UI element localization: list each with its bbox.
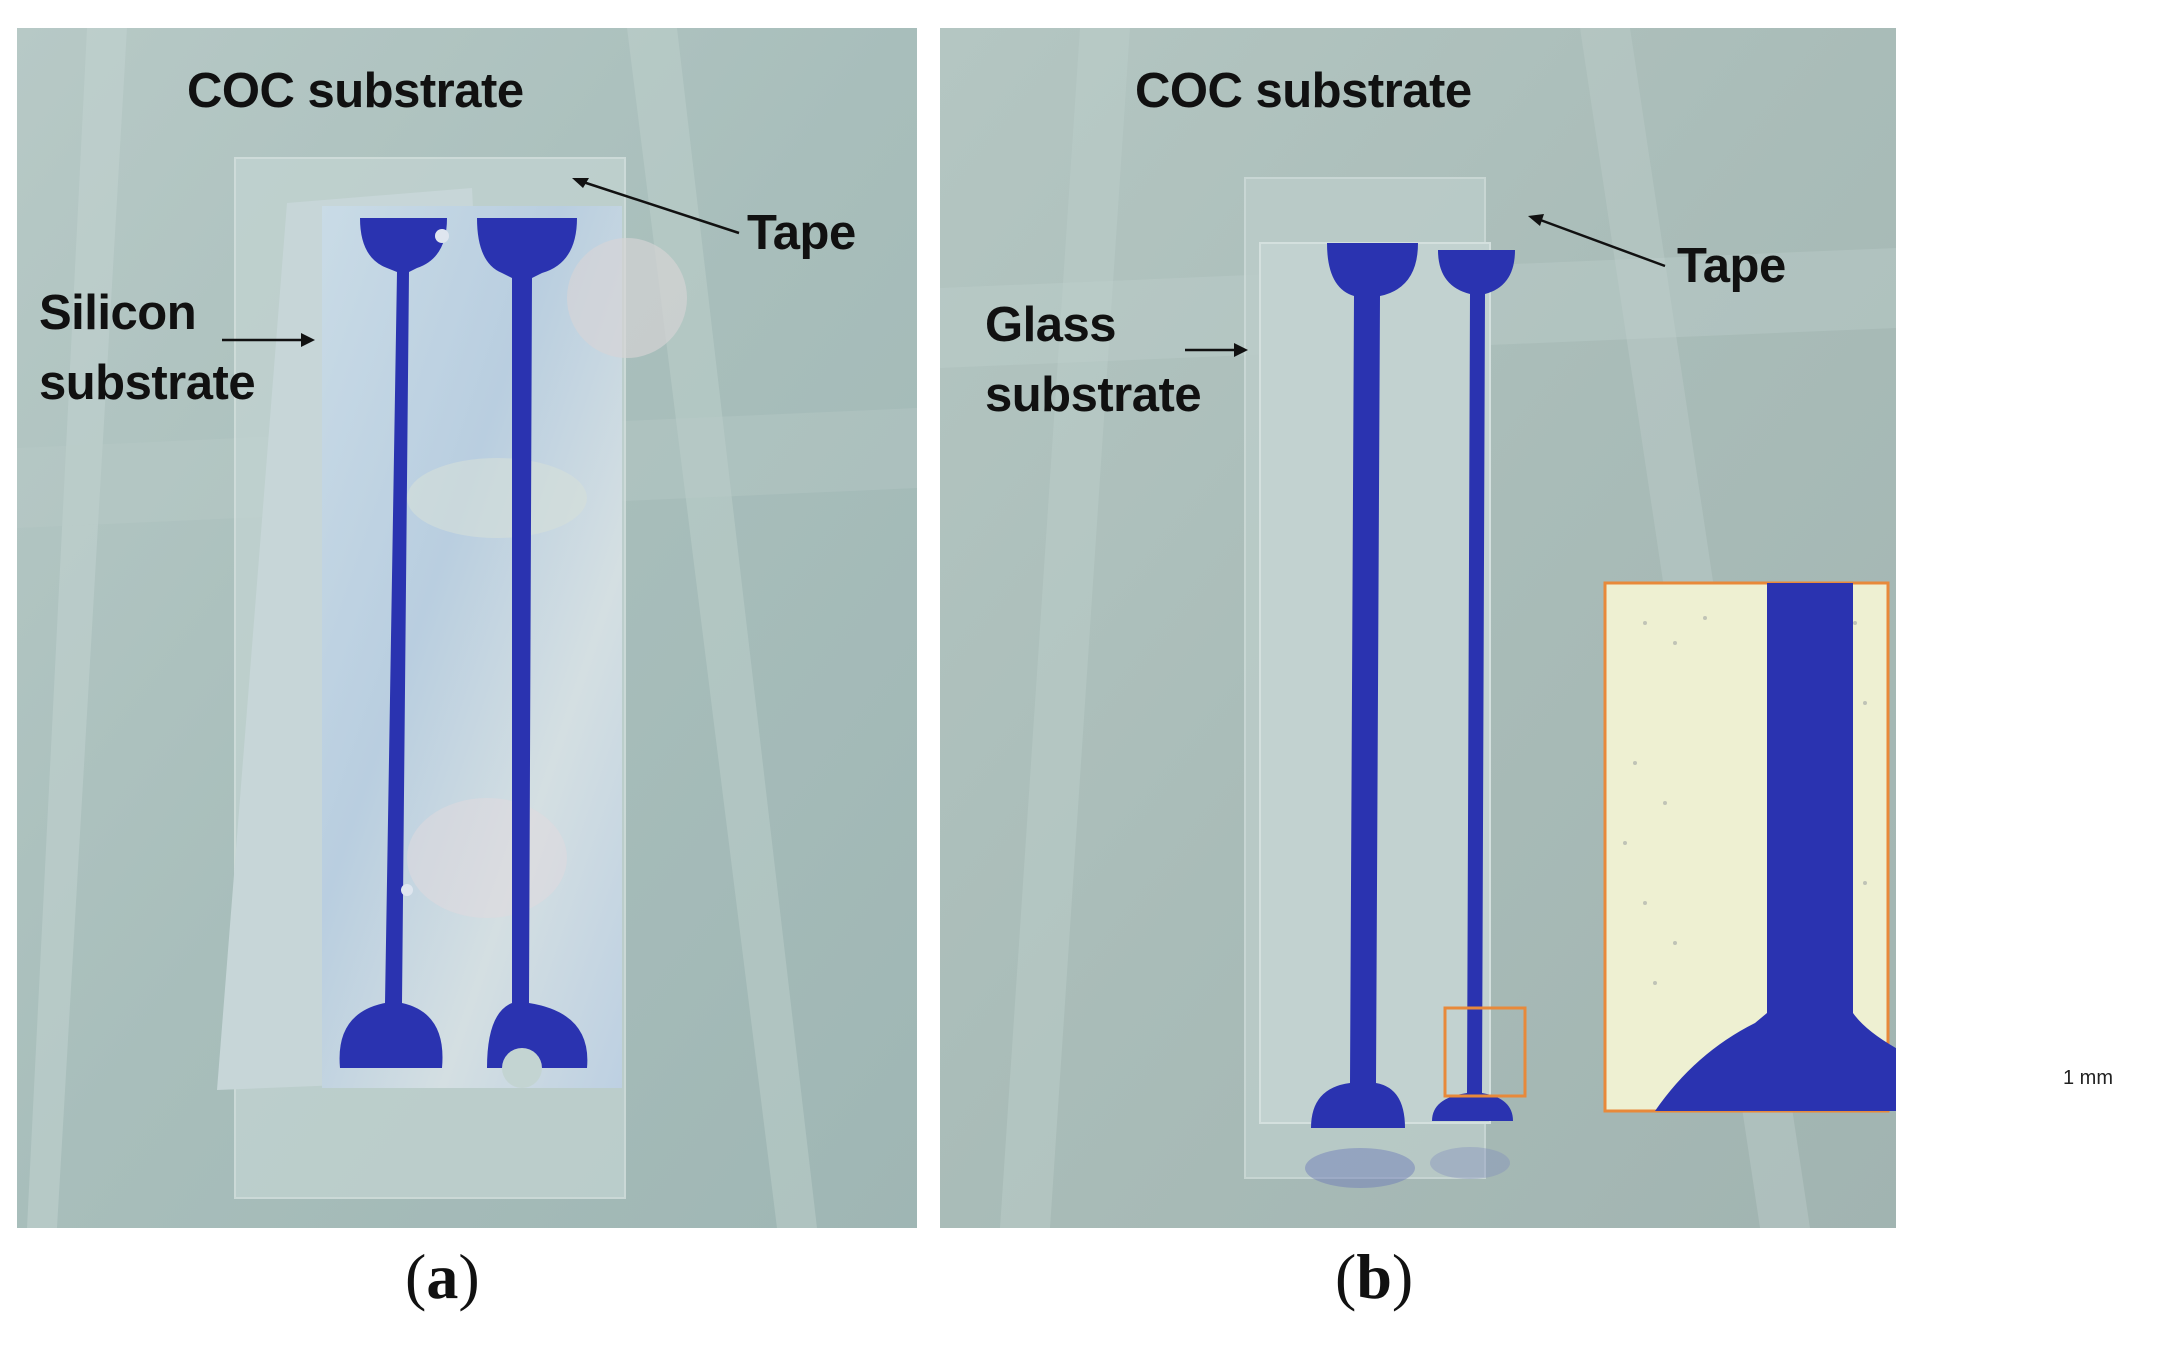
tape-label: Tape [1677, 239, 1786, 293]
caption-b-letter: b [1356, 1241, 1392, 1312]
coc-substrate-label: COC substrate [1135, 64, 1472, 118]
caption-a-close: ) [458, 1241, 480, 1312]
photo-silicon-chip [17, 28, 917, 1228]
photo-glass-chip [940, 28, 1896, 1228]
channel-1 [339, 218, 447, 1068]
caption-a-open: ( [405, 1241, 427, 1312]
substrate-label-line2: substrate [985, 368, 1202, 422]
photo-panel-a: COC substrate Tape Silicon substrate [17, 28, 917, 1228]
channel-1 [1311, 243, 1418, 1128]
caption-a: (a) [405, 1240, 480, 1314]
caption-b-close: ) [1391, 1241, 1414, 1312]
caption-a-letter: a [426, 1241, 459, 1312]
caption-b-open: ( [1335, 1241, 1357, 1312]
zoom-region-box [1443, 1006, 1527, 1098]
substrate-label-line1: Silicon [39, 286, 197, 340]
microscope-inset [1603, 581, 1896, 1113]
channel-2 [1432, 250, 1515, 1121]
substrate-label-line2: substrate [39, 356, 256, 410]
photo-panel-b: COC substrate Tape Glass substrate [940, 28, 1896, 1228]
substrate-label-line1: Glass [985, 298, 1116, 352]
tape-label: Tape [747, 206, 856, 260]
inset-scale-label: 1 mm [2063, 1067, 2113, 1089]
caption-b: (b) [1335, 1240, 1413, 1314]
coc-substrate-label: COC substrate [187, 64, 524, 118]
